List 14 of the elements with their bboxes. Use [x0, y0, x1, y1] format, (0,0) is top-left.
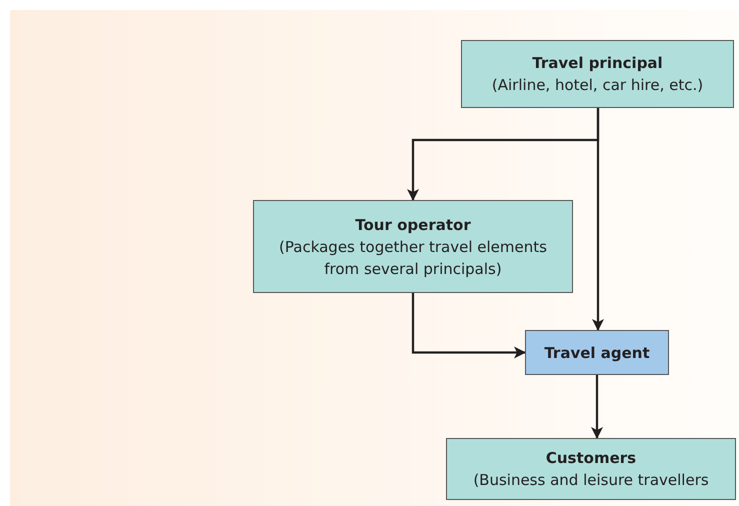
box-description: (Packages together travel elements from several principals): [278, 236, 548, 280]
process-box: [253, 200, 573, 293]
box-title: Tour operator: [355, 214, 471, 236]
box-description: (Business and leisure travellers: [473, 470, 709, 491]
box-title: Travel agent: [544, 342, 650, 364]
process-box: [525, 330, 669, 375]
arrow: [591, 375, 603, 439]
process-box: [461, 40, 734, 108]
box-title: Travel principal: [532, 53, 663, 74]
box-title: Customers: [546, 448, 636, 469]
arrow: [592, 108, 604, 331]
arrow: [412, 293, 526, 358]
box-description: (Airline, hotel, car hire, etc.): [492, 75, 704, 96]
process-box: [446, 438, 736, 500]
